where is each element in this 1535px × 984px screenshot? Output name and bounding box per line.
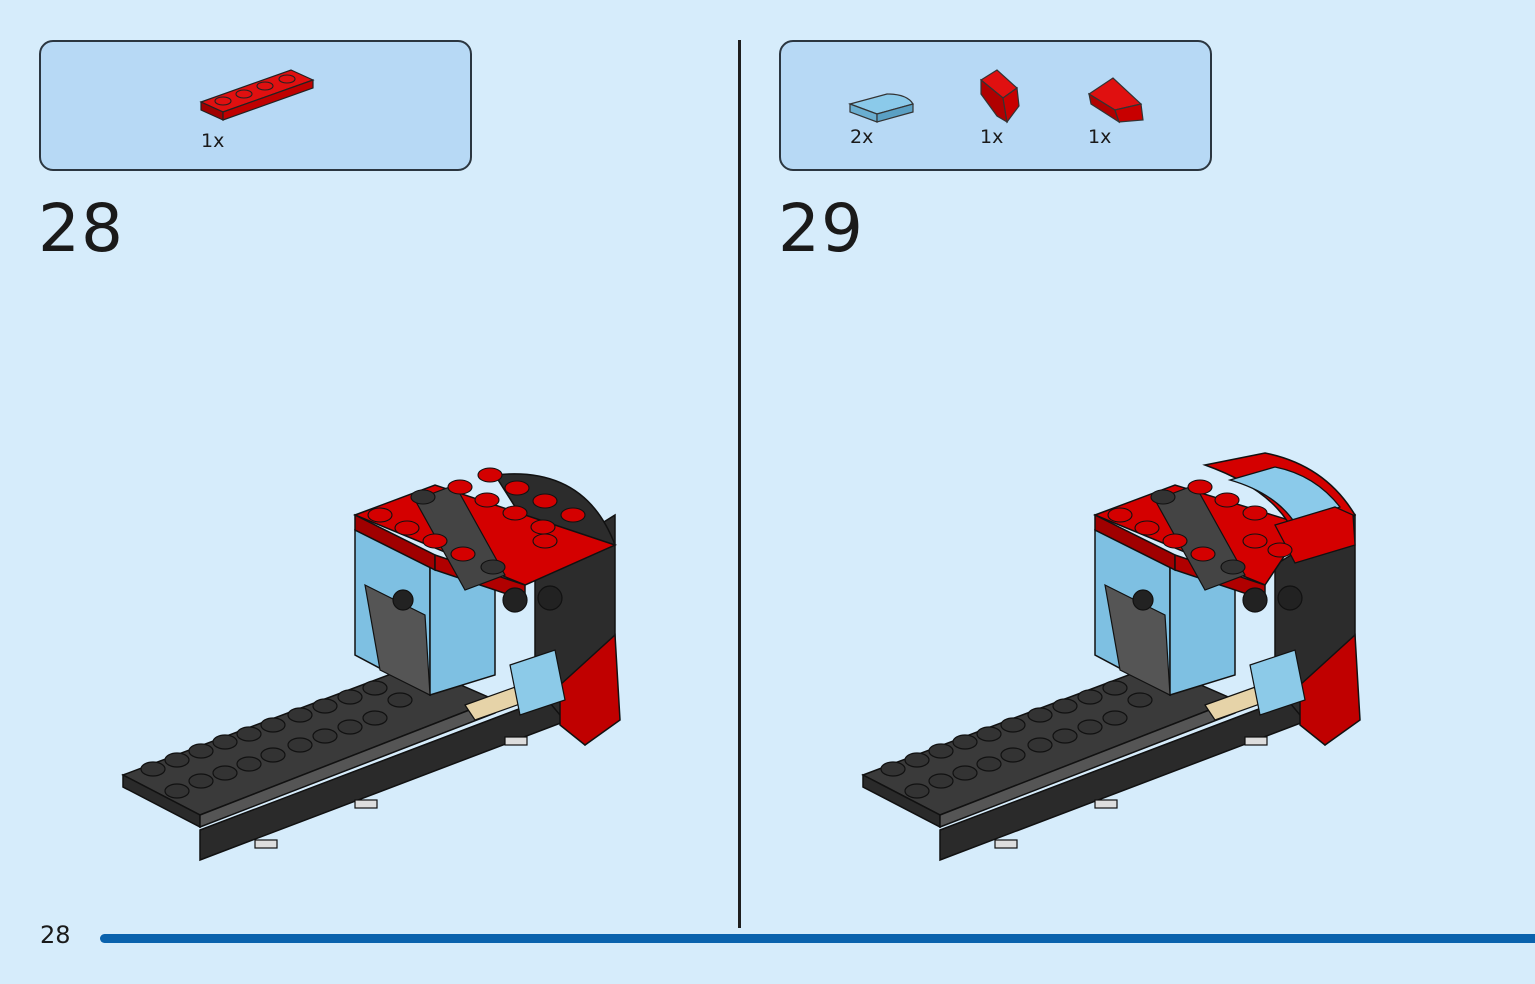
model-assembly-step-28 [121,467,621,862]
part-qty: 2x [850,126,874,148]
part-qty: 1x [1088,126,1112,148]
parts-callout-step-29: 2x 1x 1x [779,40,1212,171]
part-qty: 1x [980,126,1004,148]
blue-curved-slope-icon [848,93,914,123]
page-divider [738,40,741,928]
step-number: 29 [778,190,864,267]
red-plate-1x4-icon [199,69,315,121]
step-number: 28 [38,190,124,267]
red-wedge-right-icon [1087,77,1144,124]
red-wedge-left-icon [979,69,1020,124]
page-progress-bar [100,934,1535,943]
parts-callout-step-28: 1x [39,40,472,171]
model-assembly-step-29 [861,452,1361,862]
part-qty: 1x [201,130,225,152]
page-number: 28 [40,921,71,949]
